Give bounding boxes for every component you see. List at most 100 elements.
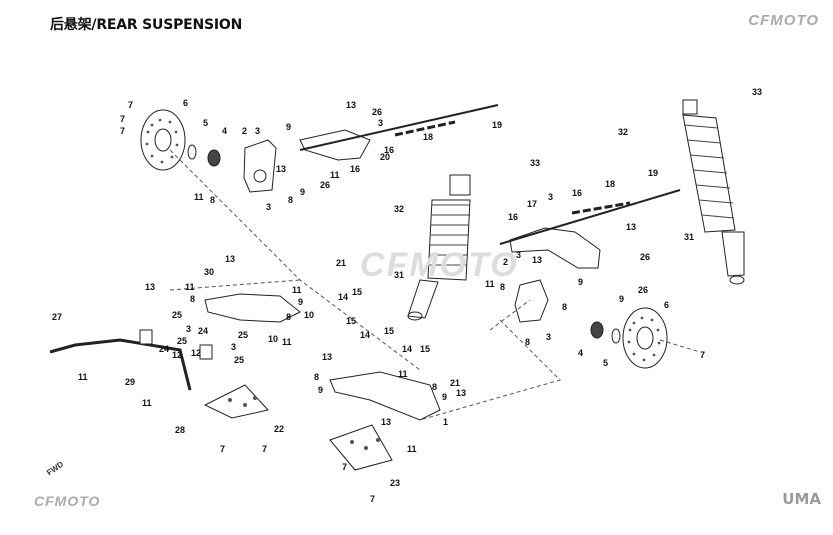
part-callout: 13 [532,255,542,265]
part-callout: 14 [402,344,412,354]
sleeve-18-right [571,201,631,215]
part-callout: 33 [752,87,762,97]
lower-arm-center [329,371,441,421]
part-callout: 3 [231,342,236,352]
part-callout: 7 [700,350,705,360]
part-callout: 32 [394,204,404,214]
part-callout: 6 [183,98,188,108]
part-callout: 16 [350,164,360,174]
part-callout: 9 [442,392,447,402]
part-callout: 13 [456,388,466,398]
part-callout: 5 [603,358,608,368]
brand-logo-bottom: CFMOTO [34,493,101,509]
part-callout: 11 [292,285,302,295]
stabilizer-bar [49,338,192,391]
part-callout: 33 [530,158,540,168]
part-callout: 25 [172,310,182,320]
part-callout: 26 [320,180,330,190]
part-callout: 19 [648,168,658,178]
part-callout: 8 [288,195,293,205]
part-callout: 18 [423,132,433,142]
part-callout: 5 [203,118,208,128]
part-callout: 18 [605,179,615,189]
part-callout: 29 [125,377,135,387]
part-callout: 12 [191,348,201,358]
part-callout: 25 [177,336,187,346]
part-callout: 7 [342,462,347,472]
snap-ring-left [187,144,197,160]
bolt-19-right [499,189,681,245]
part-callout: 7 [128,100,133,110]
bearing-left [207,149,221,167]
brake-disc-right [622,307,668,369]
part-callout: 15 [352,287,362,297]
part-callout: 13 [322,352,332,362]
part-callout: 14 [338,292,348,302]
part-callout: 13 [145,282,155,292]
part-callout: 7 [120,114,125,124]
part-callout: 9 [300,187,305,197]
part-callout: 28 [175,425,185,435]
part-callout: 3 [255,126,260,136]
part-callout: 9 [318,385,323,395]
part-callout: 3 [186,324,191,334]
part-callout: 9 [286,122,291,132]
part-callout: 15 [420,344,430,354]
part-callout: 11 [142,398,152,408]
part-callout: 21 [336,258,346,268]
part-callout: 26 [372,107,382,117]
bracket-left [139,329,153,345]
part-callout: 8 [210,195,215,205]
part-callout: 13 [276,164,286,174]
part-callout: 11 [398,369,408,379]
part-callout: 2 [503,257,508,267]
bracket-right [199,344,213,360]
part-callout: 25 [234,355,244,365]
brake-disc-left [140,109,186,171]
part-callout: 4 [222,126,227,136]
part-callout: 21 [450,378,460,388]
part-callout: 10 [304,310,314,320]
part-callout: 11 [407,444,417,454]
part-callout: 8 [500,282,505,292]
page-title: 后悬架/REAR SUSPENSION [50,17,243,33]
skid-plate-23 [329,424,393,471]
part-callout: 6 [664,300,669,310]
part-callout: 12 [172,350,182,360]
part-callout: 3 [548,192,553,202]
part-callout: 8 [190,294,195,304]
part-callout: 31 [684,232,694,242]
part-callout: 27 [52,312,62,322]
watermark: CFMOTO [360,246,519,284]
part-callout: 9 [298,297,303,307]
part-callout: 24 [198,326,208,336]
part-callout: 14 [360,330,370,340]
part-callout: 26 [640,252,650,262]
part-callout: 24 [159,344,169,354]
skid-plate-22 [203,384,269,419]
part-callout: 19 [492,120,502,130]
part-callout: 31 [394,270,404,280]
upper-arm-left [299,129,371,161]
knuckle-left [243,139,277,193]
uma-logo: UMA [782,490,821,508]
part-callout: 11 [282,337,292,347]
part-callout: 8 [562,302,567,312]
part-callout: 1 [443,417,448,427]
bolt-19-left [299,104,499,151]
knuckle-right [514,279,549,323]
part-callout: 30 [204,267,214,277]
part-callout: 16 [384,145,394,155]
part-callout: 7 [262,444,267,454]
shock-absorber-center [407,174,471,321]
bearing-right [590,321,604,339]
part-callout: 7 [370,494,375,504]
part-callout: 22 [274,424,284,434]
part-callout: 23 [390,478,400,488]
part-callout: 8 [525,337,530,347]
part-callout: 26 [638,285,648,295]
part-callout: 15 [346,316,356,326]
shock-absorber-right [682,99,745,285]
part-callout: 11 [485,279,495,289]
